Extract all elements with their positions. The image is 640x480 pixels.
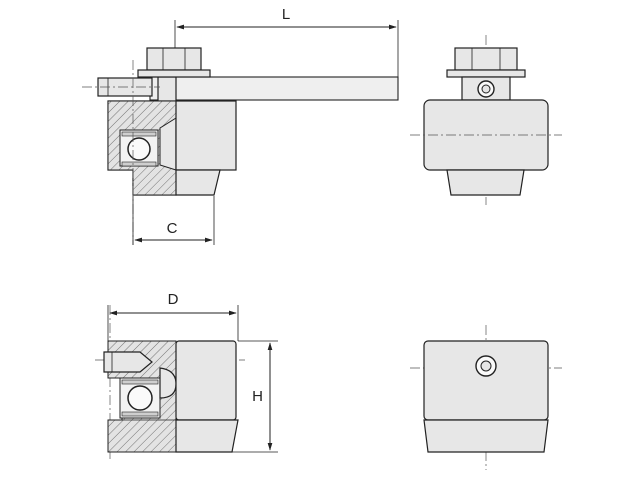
label-H: H — [252, 388, 263, 405]
bearing-ball — [127, 137, 151, 161]
roller-base — [175, 169, 221, 196]
front-view-with-arm — [410, 35, 562, 205]
front-base — [423, 419, 549, 453]
side-view-with-arm — [82, 47, 399, 245]
label-C: C — [167, 220, 178, 237]
hex-nut — [146, 47, 202, 71]
arm — [149, 76, 399, 101]
dimension-D: D — [107, 291, 239, 341]
section-bearing-ball — [127, 385, 153, 411]
washer — [137, 69, 211, 78]
section-body — [175, 340, 237, 421]
roller-body — [175, 100, 237, 171]
dimension-H: H — [232, 340, 278, 453]
label-D: D — [168, 291, 179, 308]
dimension-L: L — [174, 6, 399, 77]
section-base — [175, 419, 239, 453]
front-view — [410, 325, 562, 470]
front-hex-nut — [454, 47, 518, 71]
section-set-screw — [103, 351, 153, 373]
front-washer — [446, 69, 526, 78]
label-L: L — [282, 6, 290, 23]
dimension-C: C — [132, 196, 215, 245]
front-roller-base — [446, 169, 525, 196]
front-body — [423, 340, 549, 421]
section-view — [95, 305, 245, 460]
